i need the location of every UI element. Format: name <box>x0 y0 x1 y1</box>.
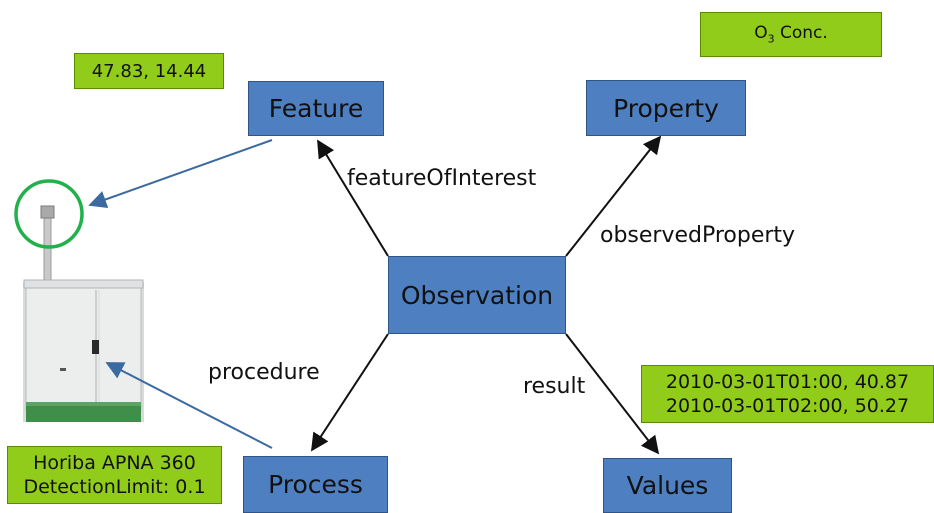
node-values: Values <box>603 458 732 513</box>
result-value-row: 2010-03-01T02:00, 50.27 <box>665 395 910 417</box>
edge-observed-property-arrow <box>565 135 662 257</box>
result-value-row: 2010-03-01T01:00, 40.87 <box>665 371 910 393</box>
edge-label-procedure: procedure <box>208 360 320 385</box>
property-name-tag: O3 Conc. <box>700 12 882 57</box>
edge-label-feature-of-interest: featureOfInterest <box>347 166 537 191</box>
node-process-label: Process <box>268 470 363 499</box>
edge-label-result: result <box>523 374 586 399</box>
node-observation: Observation <box>388 256 566 334</box>
node-observation-label: Observation <box>400 280 554 310</box>
edge-result-arrow <box>565 333 660 455</box>
edge-procedure-arrow <box>311 333 389 452</box>
sensor-info-tag: Horiba APNA 360 DetectionLimit: 0.1 <box>7 446 222 504</box>
location-coordinates: 47.83, 14.44 <box>91 60 207 82</box>
edge-label-observed-property: observedProperty <box>600 223 796 248</box>
node-feature: Feature <box>248 81 384 136</box>
sensor-model: Horiba APNA 360 <box>33 452 196 474</box>
node-process: Process <box>243 456 388 513</box>
node-feature-label: Feature <box>268 94 364 123</box>
node-values-label: Values <box>626 471 709 500</box>
feature-to-sensor-arrow <box>88 139 273 209</box>
sensor-marker-circle <box>14 179 84 249</box>
process-to-station-arrow <box>105 362 273 449</box>
location-coordinates-tag: 47.83, 14.44 <box>74 53 224 89</box>
edge-feature-of-interest-arrow <box>317 139 389 257</box>
node-property: Property <box>586 80 746 136</box>
node-property-label: Property <box>613 93 719 123</box>
result-values-tag: 2010-03-01T01:00, 40.87 2010-03-01T02:00… <box>641 365 934 423</box>
sensor-detection-limit: DetectionLimit: 0.1 <box>23 476 206 498</box>
property-name: O3 Conc. <box>754 23 828 46</box>
